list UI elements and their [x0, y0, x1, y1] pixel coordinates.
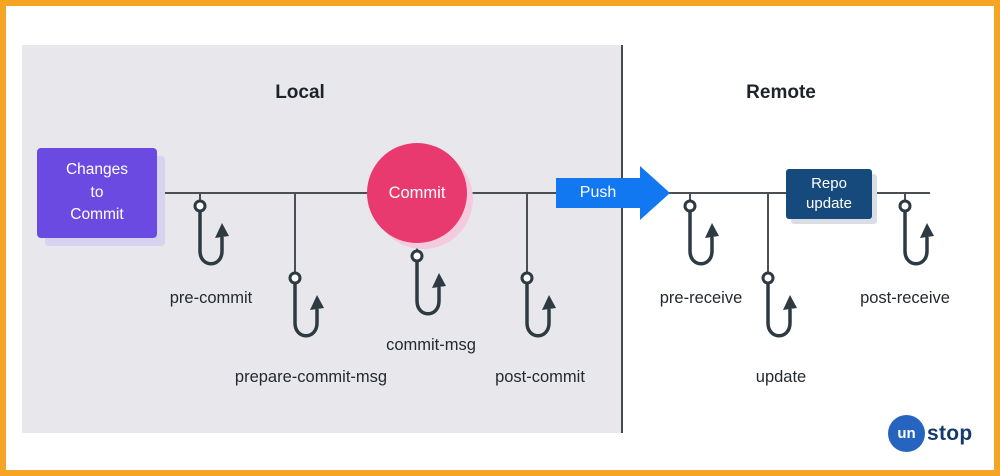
hook-icon [193, 199, 229, 266]
unstop-logo-text: stop [927, 421, 973, 445]
hook-connector [526, 193, 528, 278]
hook-label: commit-msg [386, 336, 476, 354]
hook-label: prepare-commit-msg [234, 368, 388, 386]
hook-icon [898, 199, 934, 266]
hook-connector [767, 193, 769, 278]
hook-icon [761, 271, 797, 338]
hook-label: pre-receive [659, 289, 743, 307]
timeline-line [157, 192, 930, 194]
hook-icon [520, 271, 556, 338]
changes-to-commit-node: Changes to Commit [37, 148, 157, 238]
push-arrow-icon [556, 166, 670, 220]
hook-icon [410, 249, 446, 316]
hook-label: pre-commit [169, 289, 253, 307]
repo-update-node: Repo update [786, 169, 872, 219]
hook-connector [294, 193, 296, 278]
hook-label: post-commit [495, 368, 585, 386]
commit-label: Commit [388, 183, 446, 202]
hook-icon [683, 199, 719, 266]
hook-label: post-receive [860, 289, 950, 307]
hook-icon [288, 271, 324, 338]
unstop-logo-mark: un [888, 415, 925, 452]
remote-section-title: Remote [746, 82, 816, 103]
hook-label: update [755, 368, 807, 386]
unstop-logo: un stop [888, 415, 973, 452]
changes-to-commit-label: Changes to Commit [65, 161, 129, 224]
local-section-title: Local [275, 82, 325, 103]
local-section-background [22, 45, 622, 433]
repo-update-label: Repo update [806, 174, 852, 212]
local-remote-divider [621, 45, 623, 433]
commit-node: Commit [367, 143, 467, 243]
push-label: Push [579, 184, 617, 201]
